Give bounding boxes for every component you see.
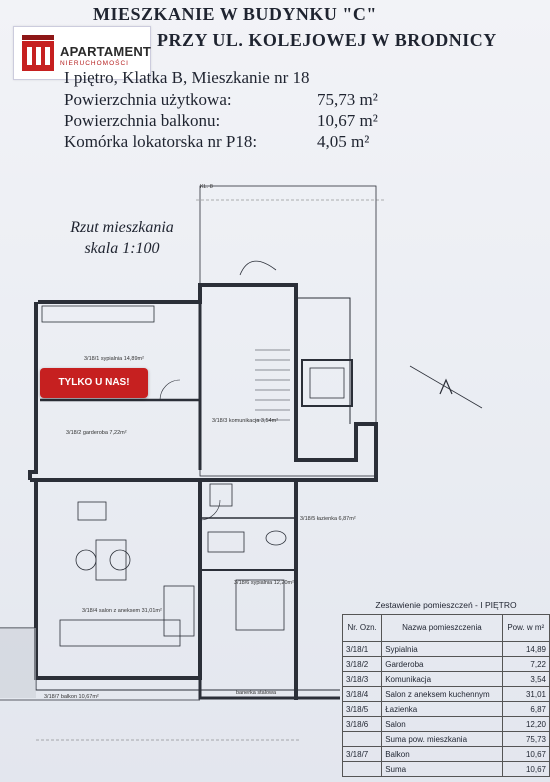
document-subtitle: PRZY UL. KOLEJOWEJ W BRODNICY bbox=[157, 30, 497, 50]
usable-area-value: 75,73 m² bbox=[317, 90, 378, 109]
col-header-no: Nr. Ozn. bbox=[341, 614, 383, 642]
balcony-area-value: 10,67 m² bbox=[317, 111, 378, 130]
storage-area-value: 4,05 m² bbox=[317, 132, 370, 151]
rooms-summary-table: Zestawienie pomieszczeń - I PIĘTRO Nr. O… bbox=[341, 596, 550, 777]
usable-area-label: Powierzchnia użytkowa: bbox=[64, 90, 232, 109]
plan-label-sypialnia: 3/18/1 sypialnia 14,89m² bbox=[84, 356, 144, 362]
building-icon bbox=[22, 35, 54, 71]
rooms-table: Nr. Ozn. Nazwa pomieszczenia Pow. w m² 3… bbox=[341, 614, 550, 777]
col-header-area: Pow. w m² bbox=[501, 614, 550, 642]
plan-label-balkon: 3/18/7 balkon 10,67m² bbox=[44, 694, 99, 700]
plan-caption-line1: Rzut mieszkania bbox=[70, 219, 174, 236]
logo-tagline: NIERUCHOMOŚCI bbox=[60, 60, 129, 67]
plan-label-komunikacja: 3/18/3 komunikacja 3,54m² bbox=[212, 418, 279, 424]
logo-wordmark: APARTAMENT bbox=[60, 44, 152, 59]
plan-label-barierka: barierka stalowa bbox=[236, 690, 277, 696]
rooms-table-title: Zestawienie pomieszczeń - I PIĘTRO bbox=[375, 600, 517, 610]
plan-caption-line2: skala 1:100 bbox=[84, 240, 160, 257]
col-header-name: Nazwa pomieszczenia bbox=[381, 614, 503, 642]
floor-plan bbox=[0, 185, 483, 741]
storage-area-label: Komórka lokatorska nr P18: bbox=[64, 132, 258, 151]
floor-info: I piętro, Klatka B, Mieszkanie nr 18 bbox=[64, 68, 310, 87]
plan-label-sypialnia-2: 3/18/6 sypialnia 12,20m² bbox=[234, 580, 294, 586]
plan-caption: Rzut mieszkania skala 1:100 bbox=[58, 217, 186, 259]
balcony-area-label: Powierzchnia balkonu: bbox=[64, 111, 221, 130]
agency-logo: APARTAMENT NIERUCHOMOŚCI bbox=[13, 26, 151, 80]
exclusive-badge: TYLKO U NAS! bbox=[40, 368, 148, 398]
plan-label-garderoba: 3/18/2 garderoba 7,22m² bbox=[66, 430, 127, 436]
plan-label-kl8: KL. 8 bbox=[200, 184, 213, 190]
document-title: MIESZKANIE W BUDYNKU "C" bbox=[93, 4, 377, 24]
plan-label-salon-kuchnia: 3/18/4 salon z aneksem 31,01m² bbox=[82, 608, 162, 614]
plan-label-lazienka: 3/18/5 łazienka 6,87m² bbox=[300, 516, 356, 522]
